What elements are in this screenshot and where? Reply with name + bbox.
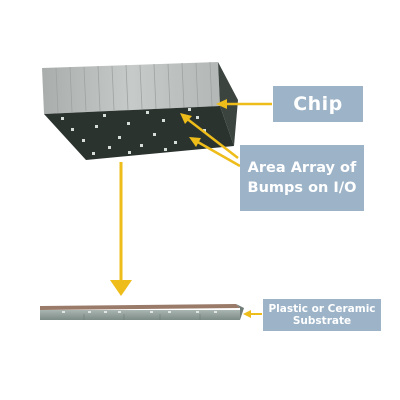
chip — [42, 61, 238, 160]
bumps-label: Area Array of Bumps on I/O — [240, 145, 364, 211]
chip-top-face — [42, 62, 220, 114]
chip-bumps — [61, 108, 206, 155]
chip-top-stripes — [55, 61, 213, 114]
substrate-top-surface — [40, 304, 240, 310]
chip-label: Chip — [273, 86, 363, 122]
substrate-pointer-arrow — [243, 310, 262, 318]
substrate — [40, 304, 244, 320]
bumps-pointer-arrows — [180, 113, 241, 168]
substrate-pads — [62, 311, 217, 313]
substrate-body — [40, 310, 240, 320]
substrate-label: Plastic or Ceramic Substrate — [263, 299, 381, 331]
chip-pointer-arrow — [216, 99, 272, 109]
flip-down-arrow — [110, 162, 132, 296]
